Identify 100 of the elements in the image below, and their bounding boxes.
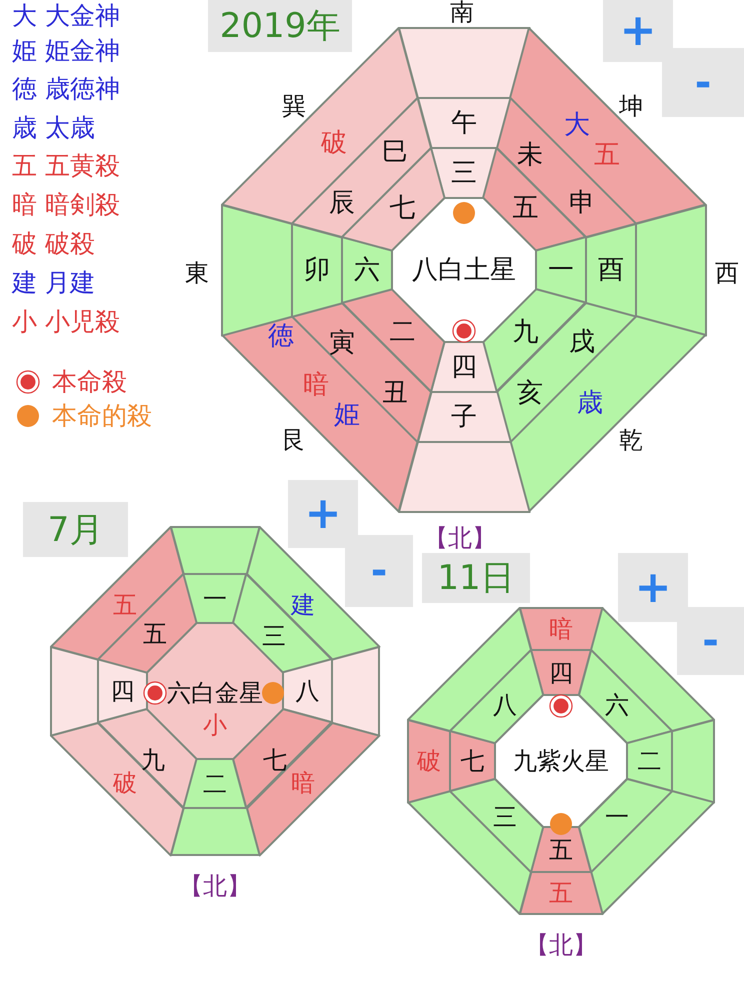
octagon-segment	[233, 709, 332, 808]
octagon-segment	[590, 790, 714, 914]
direction-label: 南	[450, 0, 474, 24]
sector-text: 徳	[268, 322, 294, 349]
sector-text: 午	[450, 110, 477, 136]
sector-text: 一	[548, 256, 574, 283]
sector-text: 七	[460, 748, 484, 773]
sector-text: 歳	[576, 390, 603, 416]
legend-text: 建 月建	[12, 270, 95, 295]
octagon-segment	[283, 659, 332, 723]
octagon-segment	[398, 28, 530, 98]
sector-text: 破	[321, 130, 347, 156]
sector-text: 五	[594, 142, 620, 168]
octagon-segment	[510, 316, 706, 512]
octagon-segment	[51, 722, 184, 855]
octagon-segment	[578, 778, 672, 872]
sector-text: 暗	[303, 372, 329, 398]
sector-text: 姫	[334, 402, 360, 428]
sector-text: 五	[143, 622, 167, 646]
octagon-segment	[398, 442, 530, 512]
sector-text: 九	[512, 318, 539, 345]
sector-text: 三	[450, 160, 477, 186]
octagon-segment	[183, 759, 247, 808]
direction-label: 東	[185, 261, 209, 285]
north-label: 【北】	[179, 874, 251, 898]
sector-text: 戌	[568, 328, 595, 355]
star-name: 八白土星	[412, 257, 516, 283]
sector-text: 子	[450, 404, 477, 430]
zoom-button: -	[662, 48, 744, 117]
direction-label: 乾	[619, 428, 643, 452]
sector-text: 九	[141, 748, 165, 772]
sector-text: 二	[202, 772, 227, 796]
legend-text: 本命的殺	[52, 403, 152, 428]
sector-text: 破	[417, 748, 441, 773]
octagon-segment	[536, 237, 586, 303]
period-tab: 7月	[23, 502, 128, 557]
star-name: 六白金星	[167, 681, 263, 705]
direction-label: 坤	[619, 94, 643, 118]
sector-text: 丑	[382, 380, 408, 406]
legend-text: 歳 太歳	[12, 115, 95, 140]
sector-text: 八	[296, 678, 320, 703]
sector-text: 五	[512, 195, 539, 222]
sector-text: 寅	[329, 330, 355, 356]
sector-text: 六	[354, 256, 380, 283]
legend-text: 本命殺	[52, 369, 127, 394]
sector-text: 建	[290, 593, 315, 617]
sector-text: 五	[548, 881, 573, 905]
sector-text: 暗	[548, 617, 573, 641]
sector-text: 七	[389, 195, 416, 222]
sector-text: 七	[262, 748, 287, 772]
octagon-segment	[627, 731, 672, 791]
sector-text: 大	[564, 112, 590, 138]
sector-text: 二	[638, 748, 662, 773]
sector-text: 三	[492, 805, 517, 830]
sector-text: 五	[113, 593, 137, 617]
octagon-segment	[408, 790, 532, 914]
sector-text: 五	[548, 838, 573, 862]
octagon-segment	[98, 574, 197, 673]
octagon-segment	[246, 722, 379, 855]
octagon-segment	[636, 204, 706, 336]
zoom-button: -	[677, 607, 744, 675]
direction-label: 巽	[282, 94, 306, 118]
star-name: 九紫火星	[513, 749, 609, 773]
octagon-segment	[450, 778, 544, 872]
octagon-segment	[578, 650, 672, 744]
sector-text: 四	[110, 678, 134, 703]
zoom-button: +	[288, 480, 358, 548]
sector-text: 亥	[516, 380, 543, 406]
legend-text: 小 小児殺	[12, 309, 120, 334]
sector-text: 六	[605, 692, 630, 717]
sector-text: 一	[202, 586, 227, 610]
sector-text: 酉	[598, 256, 624, 283]
legend-text: 暗 暗剣殺	[12, 192, 120, 217]
legend-text: 姫 姫金神	[12, 38, 120, 63]
star-name: 小	[203, 713, 227, 737]
period-tab: 11日	[422, 553, 530, 603]
legend-text: 五 五黄殺	[12, 153, 120, 178]
sector-text: 巳	[382, 139, 408, 165]
sector-text: 辰	[329, 190, 355, 216]
north-label: 【北】	[424, 526, 496, 550]
zoom-button: +	[618, 553, 688, 622]
sector-text: 破	[113, 770, 137, 795]
zoom-button: -	[345, 535, 413, 607]
sector-text: 八	[492, 692, 517, 717]
direction-label: 艮	[282, 428, 306, 452]
north-label: 【北】	[525, 933, 597, 957]
sector-text: 申	[568, 190, 595, 216]
sector-text: 一	[605, 805, 630, 830]
period-tab: 2019年	[208, 0, 352, 52]
direction-label: 西	[715, 261, 739, 285]
sector-text: 暗	[290, 770, 315, 795]
octagon-segment	[408, 608, 532, 732]
sector-text: 二	[389, 318, 416, 345]
legend-text: 徳 歳徳神	[12, 76, 120, 101]
legend-text: 大 大金神	[12, 3, 120, 28]
sector-text: 四	[548, 660, 573, 684]
sector-text: 卯	[304, 256, 330, 283]
sector-text: 三	[262, 624, 286, 648]
zoom-button: +	[603, 0, 673, 62]
sector-text: 四	[450, 354, 477, 380]
